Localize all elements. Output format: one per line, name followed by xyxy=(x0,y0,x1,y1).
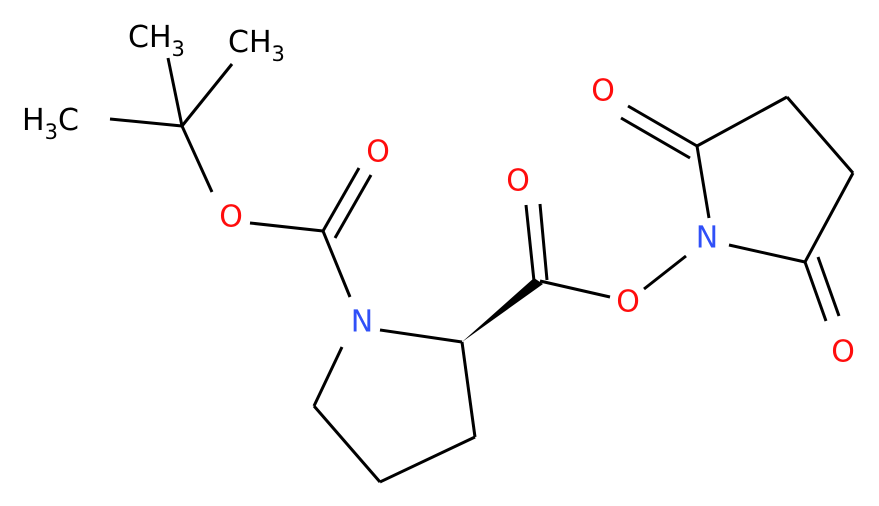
atom-o-ester-carbonyl: O xyxy=(506,164,530,199)
bond-c2-c3 xyxy=(460,341,477,438)
bond-quatC-me-topleft xyxy=(166,57,184,127)
bond-quatC-oether xyxy=(180,125,214,193)
bond-ester-c-olink xyxy=(539,279,611,299)
bond-imide-bot-o-1 xyxy=(803,261,828,322)
bond-quatC-me-topright xyxy=(180,63,234,127)
atom-o-boc-carbonyl: O xyxy=(366,135,390,170)
bond-ester-c-o-1 xyxy=(524,204,536,282)
atom-o-imide-top: O xyxy=(591,74,615,109)
atom-o-imide-bottom: O xyxy=(831,335,855,370)
methyl-left-label: H3C xyxy=(22,103,79,144)
methyl-topright-label: CH3 xyxy=(228,25,285,66)
bond-c4-c5 xyxy=(312,405,382,483)
bond-c5-n xyxy=(312,346,344,407)
bond-boc-c-o-2 xyxy=(333,174,373,239)
bond-ctop-ch2 xyxy=(696,95,788,148)
bond-oether-boc-c xyxy=(249,221,324,233)
methyl-topleft-label: CH3 xyxy=(128,20,185,61)
atom-n-succinimide: N xyxy=(696,221,718,256)
bond-boc-c-o-1 xyxy=(321,167,361,232)
atom-o-boc-ether: O xyxy=(219,200,243,235)
atom-n-pyrrolidine: N xyxy=(351,305,373,340)
bond-n-c-top xyxy=(695,145,711,219)
bond-ch2-cbot xyxy=(803,172,855,263)
bond-ester-c-o-2 xyxy=(538,203,549,281)
bond-c3-c4 xyxy=(379,435,476,484)
wedge-bond-c2-ester xyxy=(462,278,543,342)
bond-cbot-n xyxy=(728,243,806,264)
bond-boc-c-n xyxy=(321,230,352,298)
bond-ch2-ch2 xyxy=(785,96,855,174)
atom-o-ester-link: O xyxy=(616,285,640,320)
bond-quatC-me-left xyxy=(109,117,183,128)
bond-imide-bot-o-2 xyxy=(816,256,841,317)
bond-olink-n xyxy=(643,254,687,291)
bond-imide-top-o-1 xyxy=(627,104,698,148)
bond-imide-top-o-2 xyxy=(620,116,691,160)
bond-n-c2 xyxy=(379,328,463,344)
